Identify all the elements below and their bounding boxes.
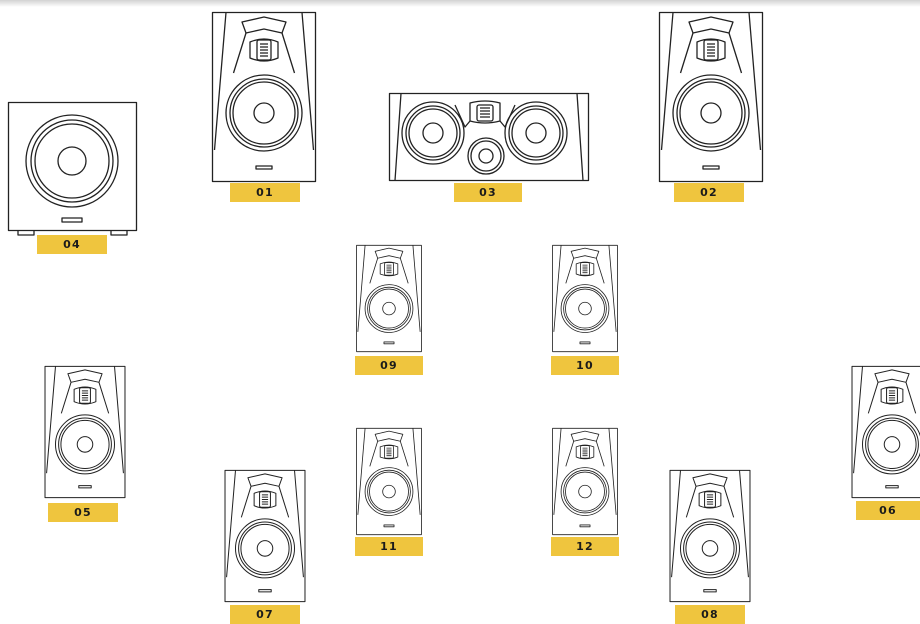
speaker-10-icon [552, 245, 618, 352]
speaker-09-label: 09 [355, 356, 423, 375]
speaker-08 [669, 470, 751, 602]
speaker-08-icon [669, 470, 751, 602]
speaker-02 [659, 12, 763, 182]
speaker-01 [212, 12, 316, 182]
speaker-11-label: 11 [355, 537, 423, 556]
speaker-08-label: 08 [675, 605, 745, 624]
speaker-07-icon [224, 470, 306, 602]
speaker-02-label: 02 [674, 183, 744, 202]
speaker-07 [224, 470, 306, 602]
speaker-10 [552, 245, 618, 352]
speaker-03 [389, 93, 589, 181]
speaker-04-icon [8, 102, 138, 236]
top-shadow [0, 0, 920, 7]
speaker-05 [44, 366, 126, 498]
speaker-12-icon [552, 428, 618, 535]
speaker-06 [851, 366, 920, 498]
speaker-11 [356, 428, 422, 535]
speaker-02-icon [659, 12, 763, 182]
speaker-03-label: 03 [454, 183, 522, 202]
speaker-10-label: 10 [551, 356, 619, 375]
speaker-06-label: 06 [856, 501, 920, 520]
speaker-01-icon [212, 12, 316, 182]
speaker-09-icon [356, 245, 422, 352]
speaker-03-icon [389, 93, 589, 181]
speaker-01-label: 01 [230, 183, 300, 202]
speaker-04-label: 04 [37, 235, 107, 254]
speaker-12 [552, 428, 618, 535]
speaker-07-label: 07 [230, 605, 300, 624]
speaker-06-icon [851, 366, 920, 498]
speaker-09 [356, 245, 422, 352]
speaker-04 [8, 102, 138, 236]
speaker-05-label: 05 [48, 503, 118, 522]
speaker-11-icon [356, 428, 422, 535]
speaker-12-label: 12 [551, 537, 619, 556]
speaker-05-icon [44, 366, 126, 498]
